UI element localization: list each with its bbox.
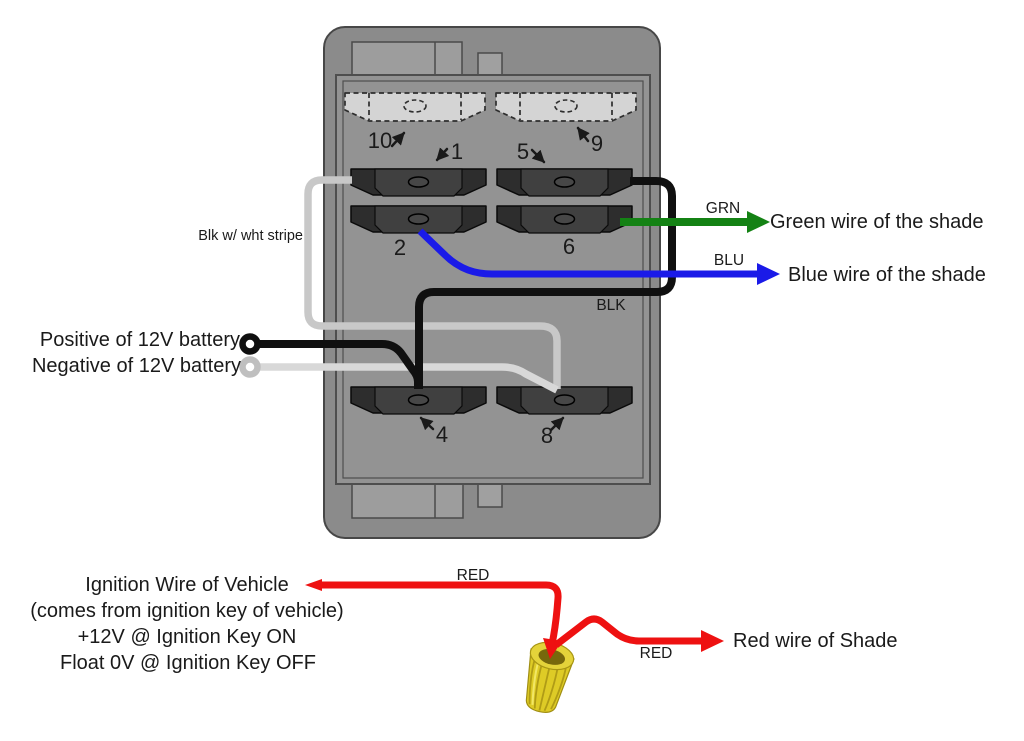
battery-negative-label: Negative of 12V battery (32, 355, 241, 377)
terminal-10 (344, 92, 486, 122)
bottom-mount-tab (351, 482, 464, 519)
terminal-2-label: 2 (394, 235, 406, 260)
terminal-8-pointer (549, 416, 565, 432)
ignition-red-wire (318, 581, 562, 645)
green-wire-arrowhead (747, 211, 770, 233)
blue-shade-label: Blue wire of the shade (788, 264, 986, 286)
inner-panel (335, 74, 651, 485)
terminal-4-pointer (419, 416, 435, 431)
battery-negative-wire (256, 363, 559, 394)
terminal-5 (496, 168, 633, 197)
terminal-8-label: 8 (541, 423, 553, 448)
terminal-10-label: 10 (368, 128, 392, 153)
red-wire-arrowhead (701, 630, 724, 652)
blk-tag: BLK (596, 297, 626, 314)
terminal-5-pointer (530, 148, 546, 164)
terminal-6 (496, 205, 633, 234)
ignition-line-3: +12V @ Ignition Key ON (78, 626, 297, 648)
stripe-wire (304, 176, 561, 389)
shade-red-wire (553, 615, 701, 648)
blue-wire (417, 228, 757, 278)
ignition-line-4: Float 0V @ Ignition Key OFF (60, 652, 316, 674)
battery-positive-wire (256, 340, 422, 389)
terminal-5-label: 5 (517, 139, 529, 164)
wire-nut-ridge (550, 665, 568, 710)
inner-panel-line (342, 80, 644, 479)
top-mount-tab (351, 41, 463, 78)
red-shade-label: Red wire of Shade (733, 630, 898, 652)
blu-tag: BLU (714, 252, 744, 269)
pointer-arrows (390, 126, 590, 432)
positive-ring-terminal (239, 333, 261, 355)
terminal-8 (496, 386, 633, 415)
grn-tag: GRN (706, 200, 740, 217)
terminal-9-label: 9 (591, 131, 603, 156)
terminal-1-label: 1 (451, 139, 463, 164)
terminal-4 (350, 386, 487, 415)
terminal-1-pointer (435, 147, 450, 162)
green-shade-label: Green wire of the shade (770, 211, 983, 233)
wires (239, 176, 780, 394)
stripe-wire-label: Blk w/ wht stripe (198, 228, 303, 244)
blue-wire-arrowhead (757, 263, 780, 285)
battery-positive-label: Positive of 12V battery (40, 329, 240, 351)
blk-wire (415, 177, 676, 389)
terminal-9 (495, 92, 637, 122)
red-tag-ignition: RED (457, 567, 490, 584)
wire-nut-ridge (528, 657, 536, 705)
negative-ring-terminal (239, 356, 261, 378)
ignition-line-1: Ignition Wire of Vehicle (85, 574, 288, 596)
wire-nut-hole (538, 649, 566, 665)
terminal-1 (350, 168, 487, 197)
red-tag-shade: RED (640, 645, 673, 662)
terminal-2 (350, 205, 487, 234)
labels: 10 9 1 5 2 6 4 8 Blk w/ wht stripe Posit… (30, 128, 986, 674)
terminal-6-label: 6 (563, 234, 575, 259)
terminal-9-pointer (576, 126, 590, 143)
ignition-line-2: (comes from ignition key of vehicle) (30, 600, 343, 622)
red-wire-start-taper (305, 579, 322, 591)
red-wires (305, 579, 724, 659)
terminal-10-pointer (390, 131, 406, 148)
terminal-4-label: 4 (436, 422, 448, 447)
